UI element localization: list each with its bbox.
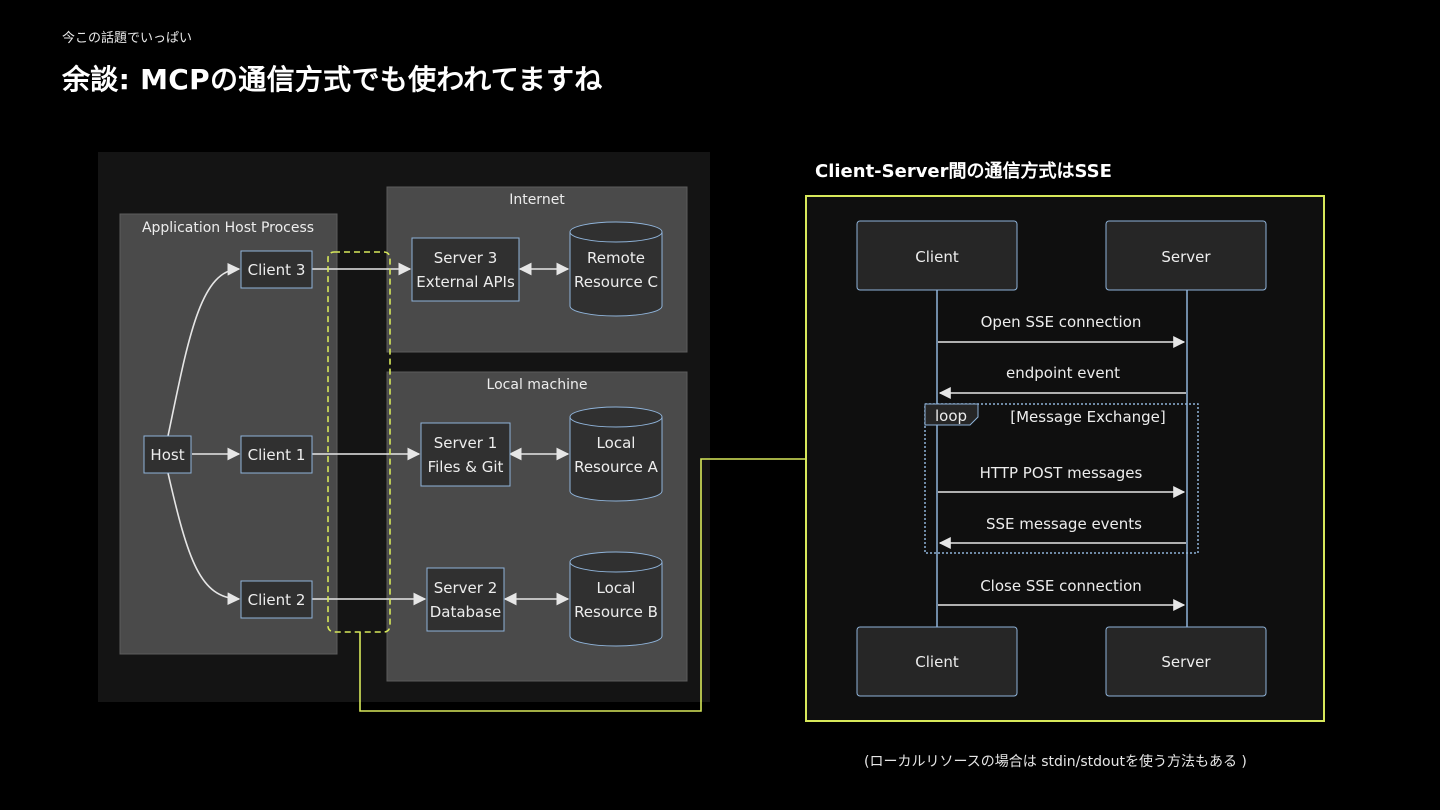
- svg-text:Server 3: Server 3: [434, 249, 498, 267]
- group-local-machine-title: Local machine: [487, 377, 588, 393]
- svg-text:Resource B: Resource B: [574, 603, 658, 621]
- svg-text:Client 2: Client 2: [248, 591, 306, 609]
- svg-text:Local: Local: [597, 434, 636, 452]
- node-client1: Client 1: [240, 435, 313, 474]
- svg-text:Close SSE connection: Close SSE connection: [980, 577, 1142, 595]
- slide-kicker: 今この話題でいっぱい: [62, 31, 193, 46]
- svg-text:Client 1: Client 1: [248, 446, 306, 464]
- svg-text:Resource A: Resource A: [574, 458, 659, 476]
- highlight-client-server-links: [327, 251, 391, 633]
- svg-text:Host: Host: [150, 446, 184, 464]
- svg-text:Client 3: Client 3: [248, 261, 306, 279]
- node-client2: Client 2: [240, 580, 313, 619]
- svg-text:Client: Client: [915, 653, 959, 671]
- sse-section-title: Client-Server間の通信方式はSSE: [815, 161, 1112, 182]
- message-http-post: HTTP POST messages: [938, 464, 1186, 498]
- node-resource-a: Local Resource A: [569, 406, 663, 502]
- svg-text:Files & Git: Files & Git: [428, 458, 504, 476]
- svg-text:HTTP POST messages: HTTP POST messages: [980, 464, 1143, 482]
- loop-frame: loop [Message Exchange]: [924, 403, 1199, 554]
- svg-text:Open SSE connection: Open SSE connection: [981, 313, 1142, 331]
- node-server1: Server 1 Files & Git: [420, 422, 511, 487]
- svg-text:Remote: Remote: [587, 249, 645, 267]
- svg-text:Server: Server: [1161, 248, 1211, 266]
- svg-text:Server: Server: [1161, 653, 1211, 671]
- svg-text:Database: Database: [430, 603, 502, 621]
- footnote: (ローカルリソースの場合は stdin/stdoutを使う方法もある ): [864, 754, 1247, 770]
- node-server3: Server 3 External APIs: [411, 237, 520, 302]
- svg-text:Client: Client: [915, 248, 959, 266]
- node-host: Host: [143, 435, 192, 474]
- group-application-host-title: Application Host Process: [142, 220, 314, 236]
- actor-client-bottom: Client: [856, 626, 1018, 697]
- node-server2: Server 2 Database: [426, 567, 505, 632]
- message-sse-events: SSE message events: [938, 515, 1186, 549]
- svg-text:External APIs: External APIs: [416, 273, 515, 291]
- svg-text:Local: Local: [597, 579, 636, 597]
- slide-title: 余談: MCPの通信方式でも使われてますね: [62, 63, 603, 96]
- node-resource-c: Remote Resource C: [569, 221, 663, 317]
- sse-sequence-diagram: Client Server Open SSE connection endpoi…: [805, 195, 1325, 722]
- message-close-sse: Close SSE connection: [938, 577, 1186, 611]
- architecture-diagram: Application Host Process Internet Local …: [98, 152, 710, 702]
- svg-text:endpoint event: endpoint event: [1006, 364, 1120, 382]
- message-endpoint-event: endpoint event: [938, 364, 1186, 399]
- highlight-connector: [359, 458, 806, 712]
- edge-host-client3: [167, 262, 241, 437]
- svg-text:Server 2: Server 2: [434, 579, 498, 597]
- edge-host-client2: [167, 472, 241, 606]
- loop-tag: loop: [935, 407, 967, 425]
- loop-label: [Message Exchange]: [1010, 408, 1166, 426]
- svg-text:Resource C: Resource C: [574, 273, 658, 291]
- group-internet-title: Internet: [509, 192, 565, 208]
- message-open-sse: Open SSE connection: [938, 313, 1186, 348]
- actor-client-top: Client: [856, 220, 1018, 291]
- svg-text:SSE message events: SSE message events: [986, 515, 1142, 533]
- node-resource-b: Local Resource B: [569, 551, 663, 647]
- actor-server-top: Server: [1105, 220, 1267, 291]
- actor-server-bottom: Server: [1105, 626, 1267, 697]
- svg-text:Server 1: Server 1: [434, 434, 498, 452]
- node-client3: Client 3: [240, 250, 313, 289]
